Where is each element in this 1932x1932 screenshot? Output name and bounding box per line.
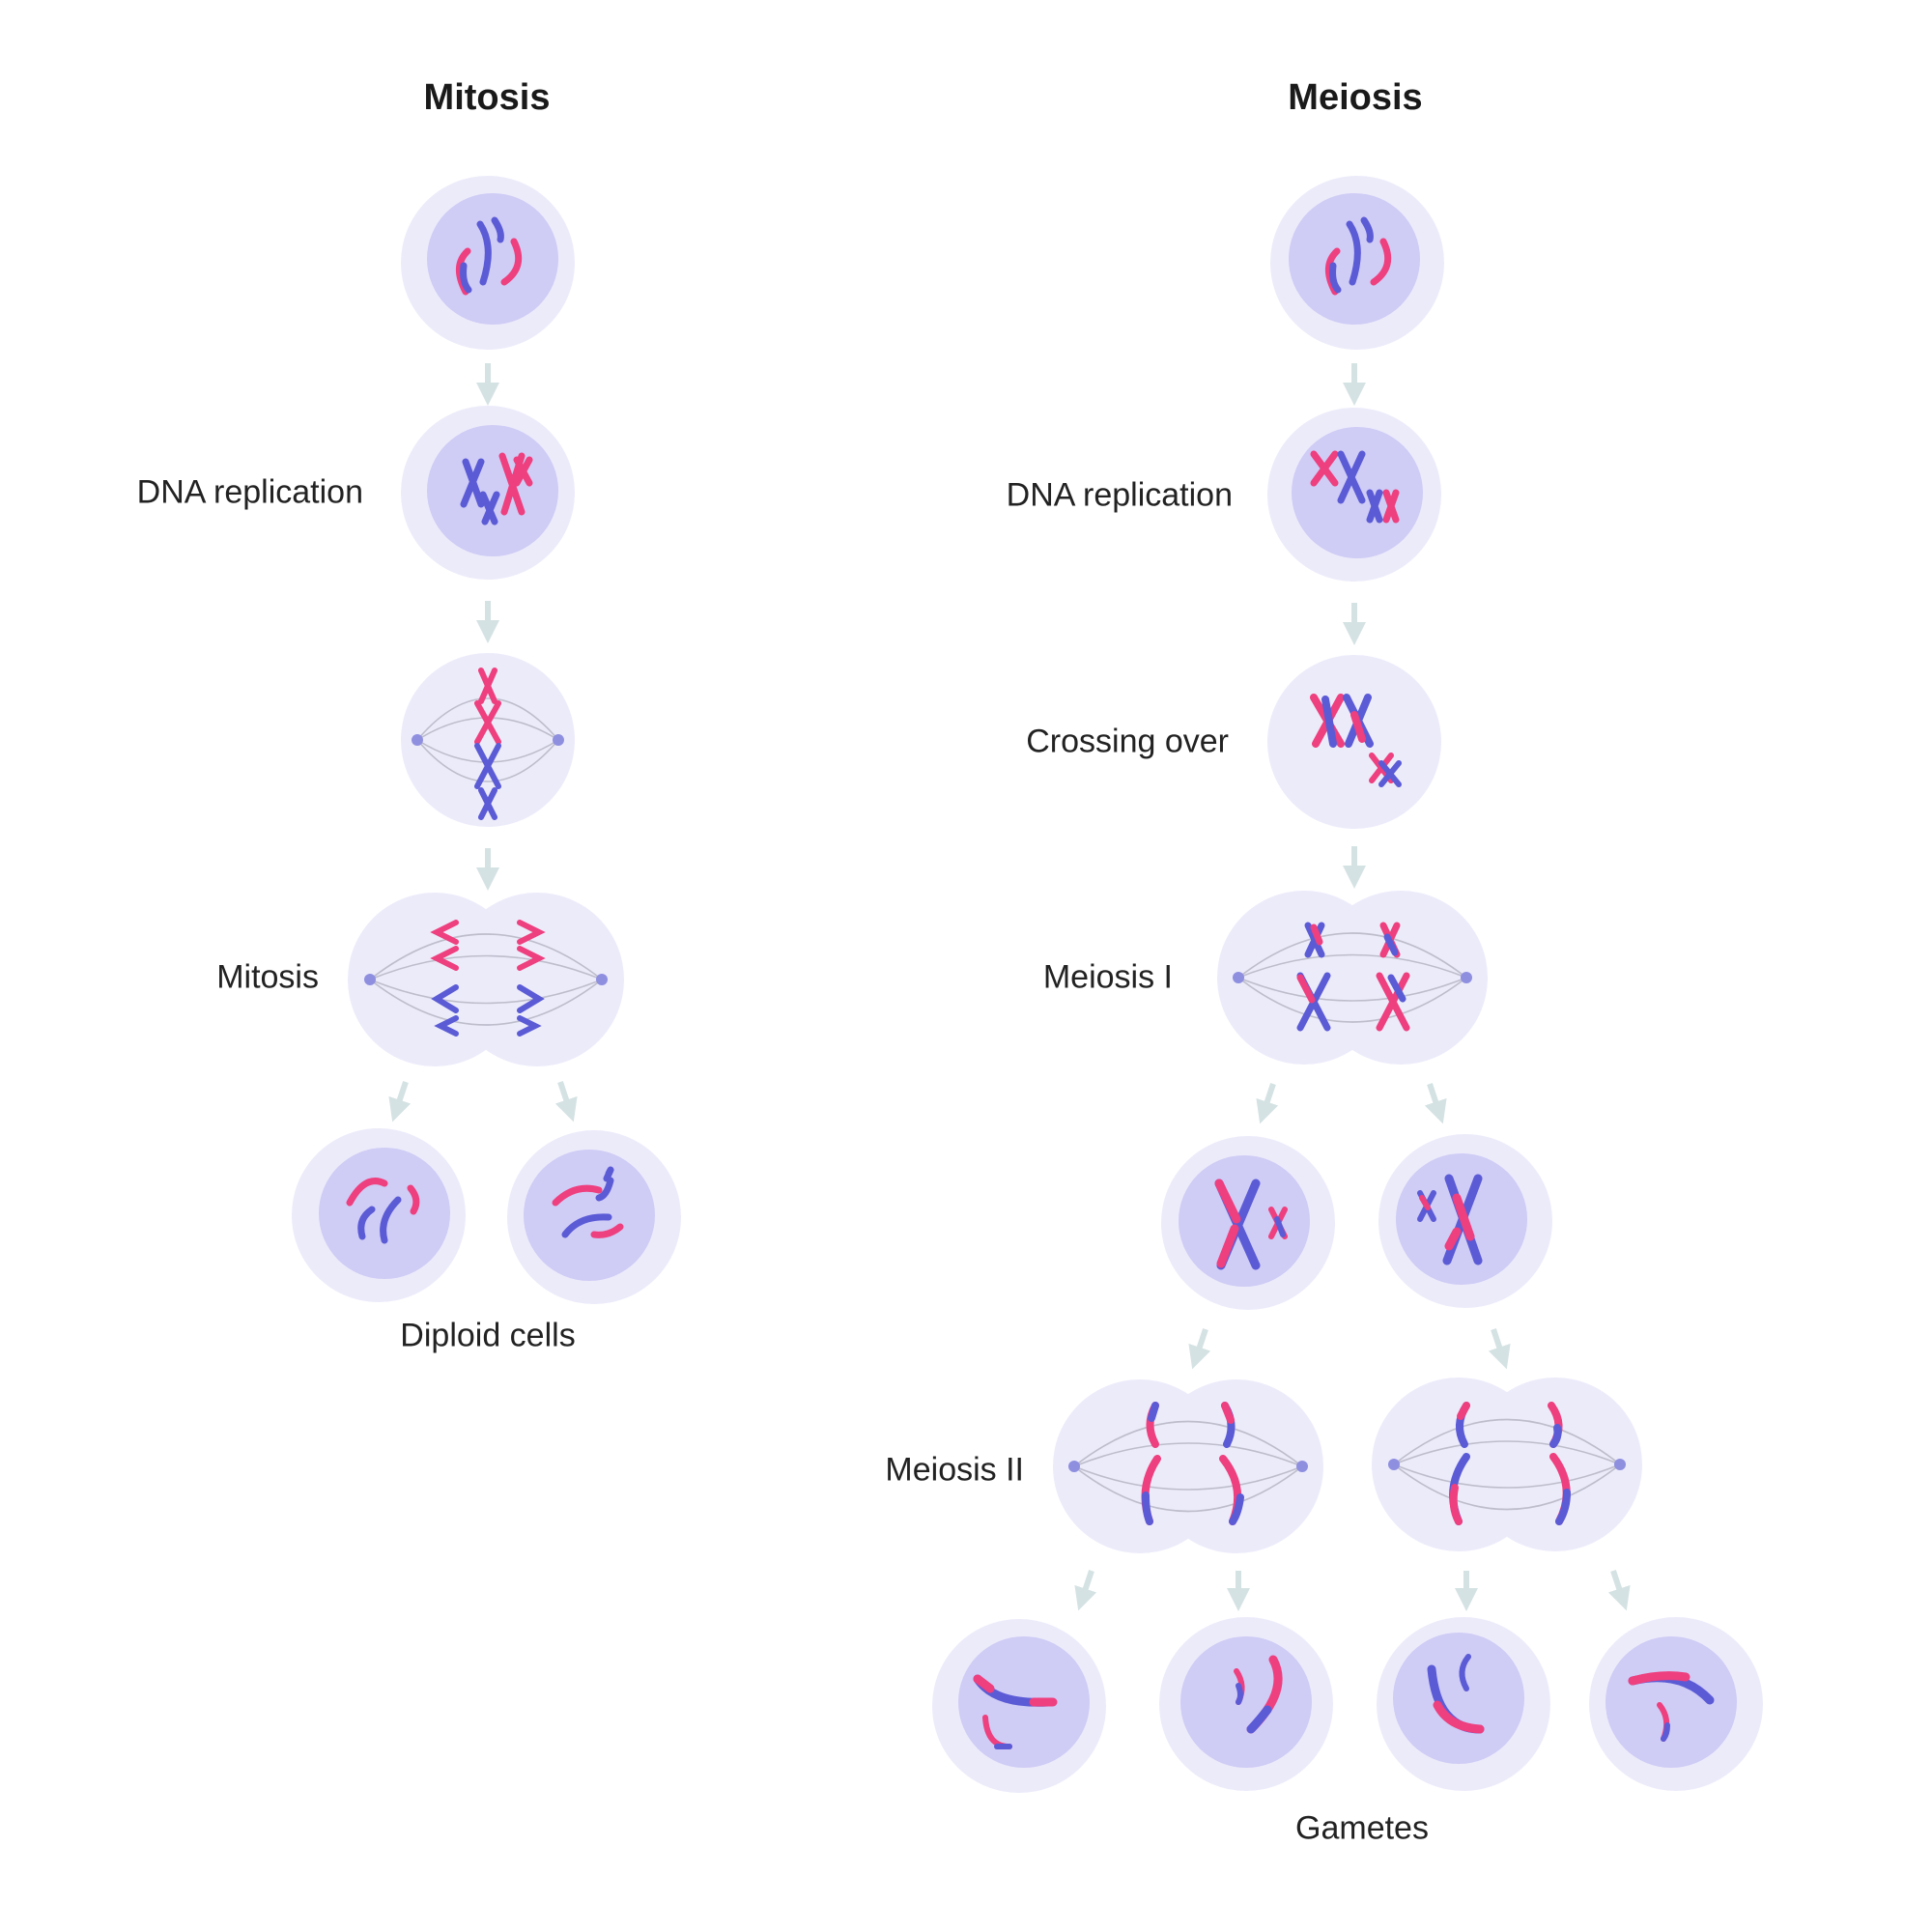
centrosome-left: [412, 734, 423, 746]
mitosis-arrow-4b: [554, 1081, 578, 1122]
centrosome-left: [364, 974, 376, 985]
meiosis-arrow-5b: [1488, 1328, 1511, 1370]
meiosis-1-cell: [1217, 891, 1488, 1065]
meiosis-1-daughter-cell-2: [1378, 1134, 1552, 1308]
meiosis-dna-replication-cell: [1267, 408, 1441, 582]
centrosome-left: [1233, 972, 1244, 983]
diploid-cells-label: Diploid cells: [400, 1317, 576, 1354]
centrosome-right: [1614, 1459, 1626, 1470]
meiosis-arrow-5a: [1188, 1328, 1211, 1370]
mitosis-dna-replication-cell: [401, 406, 575, 580]
meiosis-initial-cell: [1270, 176, 1444, 350]
meiosis-2-cell-right: [1372, 1378, 1642, 1551]
centrosome-right: [596, 974, 608, 985]
meiosis-arrow-4b: [1424, 1083, 1447, 1124]
meiosis-arrow-4a: [1256, 1083, 1279, 1124]
mitosis-title: Mitosis: [423, 77, 551, 118]
centrosome-left: [1068, 1461, 1080, 1472]
meiosis-title: Meiosis: [1288, 77, 1423, 118]
meiosis-1-daughter-cell-1: [1161, 1136, 1335, 1310]
centrosome-right: [553, 734, 564, 746]
meiosis-dna-replication-label: DNA replication: [1006, 476, 1233, 514]
centrosome-left: [1388, 1459, 1400, 1470]
diploid-cell-1: [292, 1128, 466, 1302]
meiosis-arrow-6a: [1074, 1570, 1097, 1611]
gamete-cell-1: [932, 1619, 1106, 1793]
meiosis-2-cell-left: [1053, 1379, 1323, 1553]
diploid-cell-2: [507, 1130, 681, 1304]
mitosis-arrow-4a: [388, 1081, 412, 1122]
mitosis-anaphase-cell: [348, 893, 624, 1066]
crossing-over-label: Crossing over: [1026, 723, 1229, 760]
mitosis-metaphase-cell: [401, 653, 575, 827]
gamete-cell-3: [1377, 1617, 1550, 1791]
meiosis-arrow-6d: [1607, 1570, 1631, 1611]
mitosis-initial-cell: [401, 176, 575, 350]
centrosome-right: [1296, 1461, 1308, 1472]
gametes-label: Gametes: [1295, 1809, 1429, 1847]
mitosis-stage-label: Mitosis: [216, 958, 319, 996]
meiosis-1-label: Meiosis I: [1042, 958, 1173, 996]
gamete-cell-2: [1159, 1617, 1333, 1791]
gamete-cell-4: [1589, 1617, 1763, 1791]
meiosis-crossing-over-cell: [1267, 655, 1441, 829]
meiosis-2-label: Meiosis II: [885, 1451, 1024, 1489]
centrosome-right: [1461, 972, 1472, 983]
mitosis-dna-replication-label: DNA replication: [136, 473, 363, 511]
